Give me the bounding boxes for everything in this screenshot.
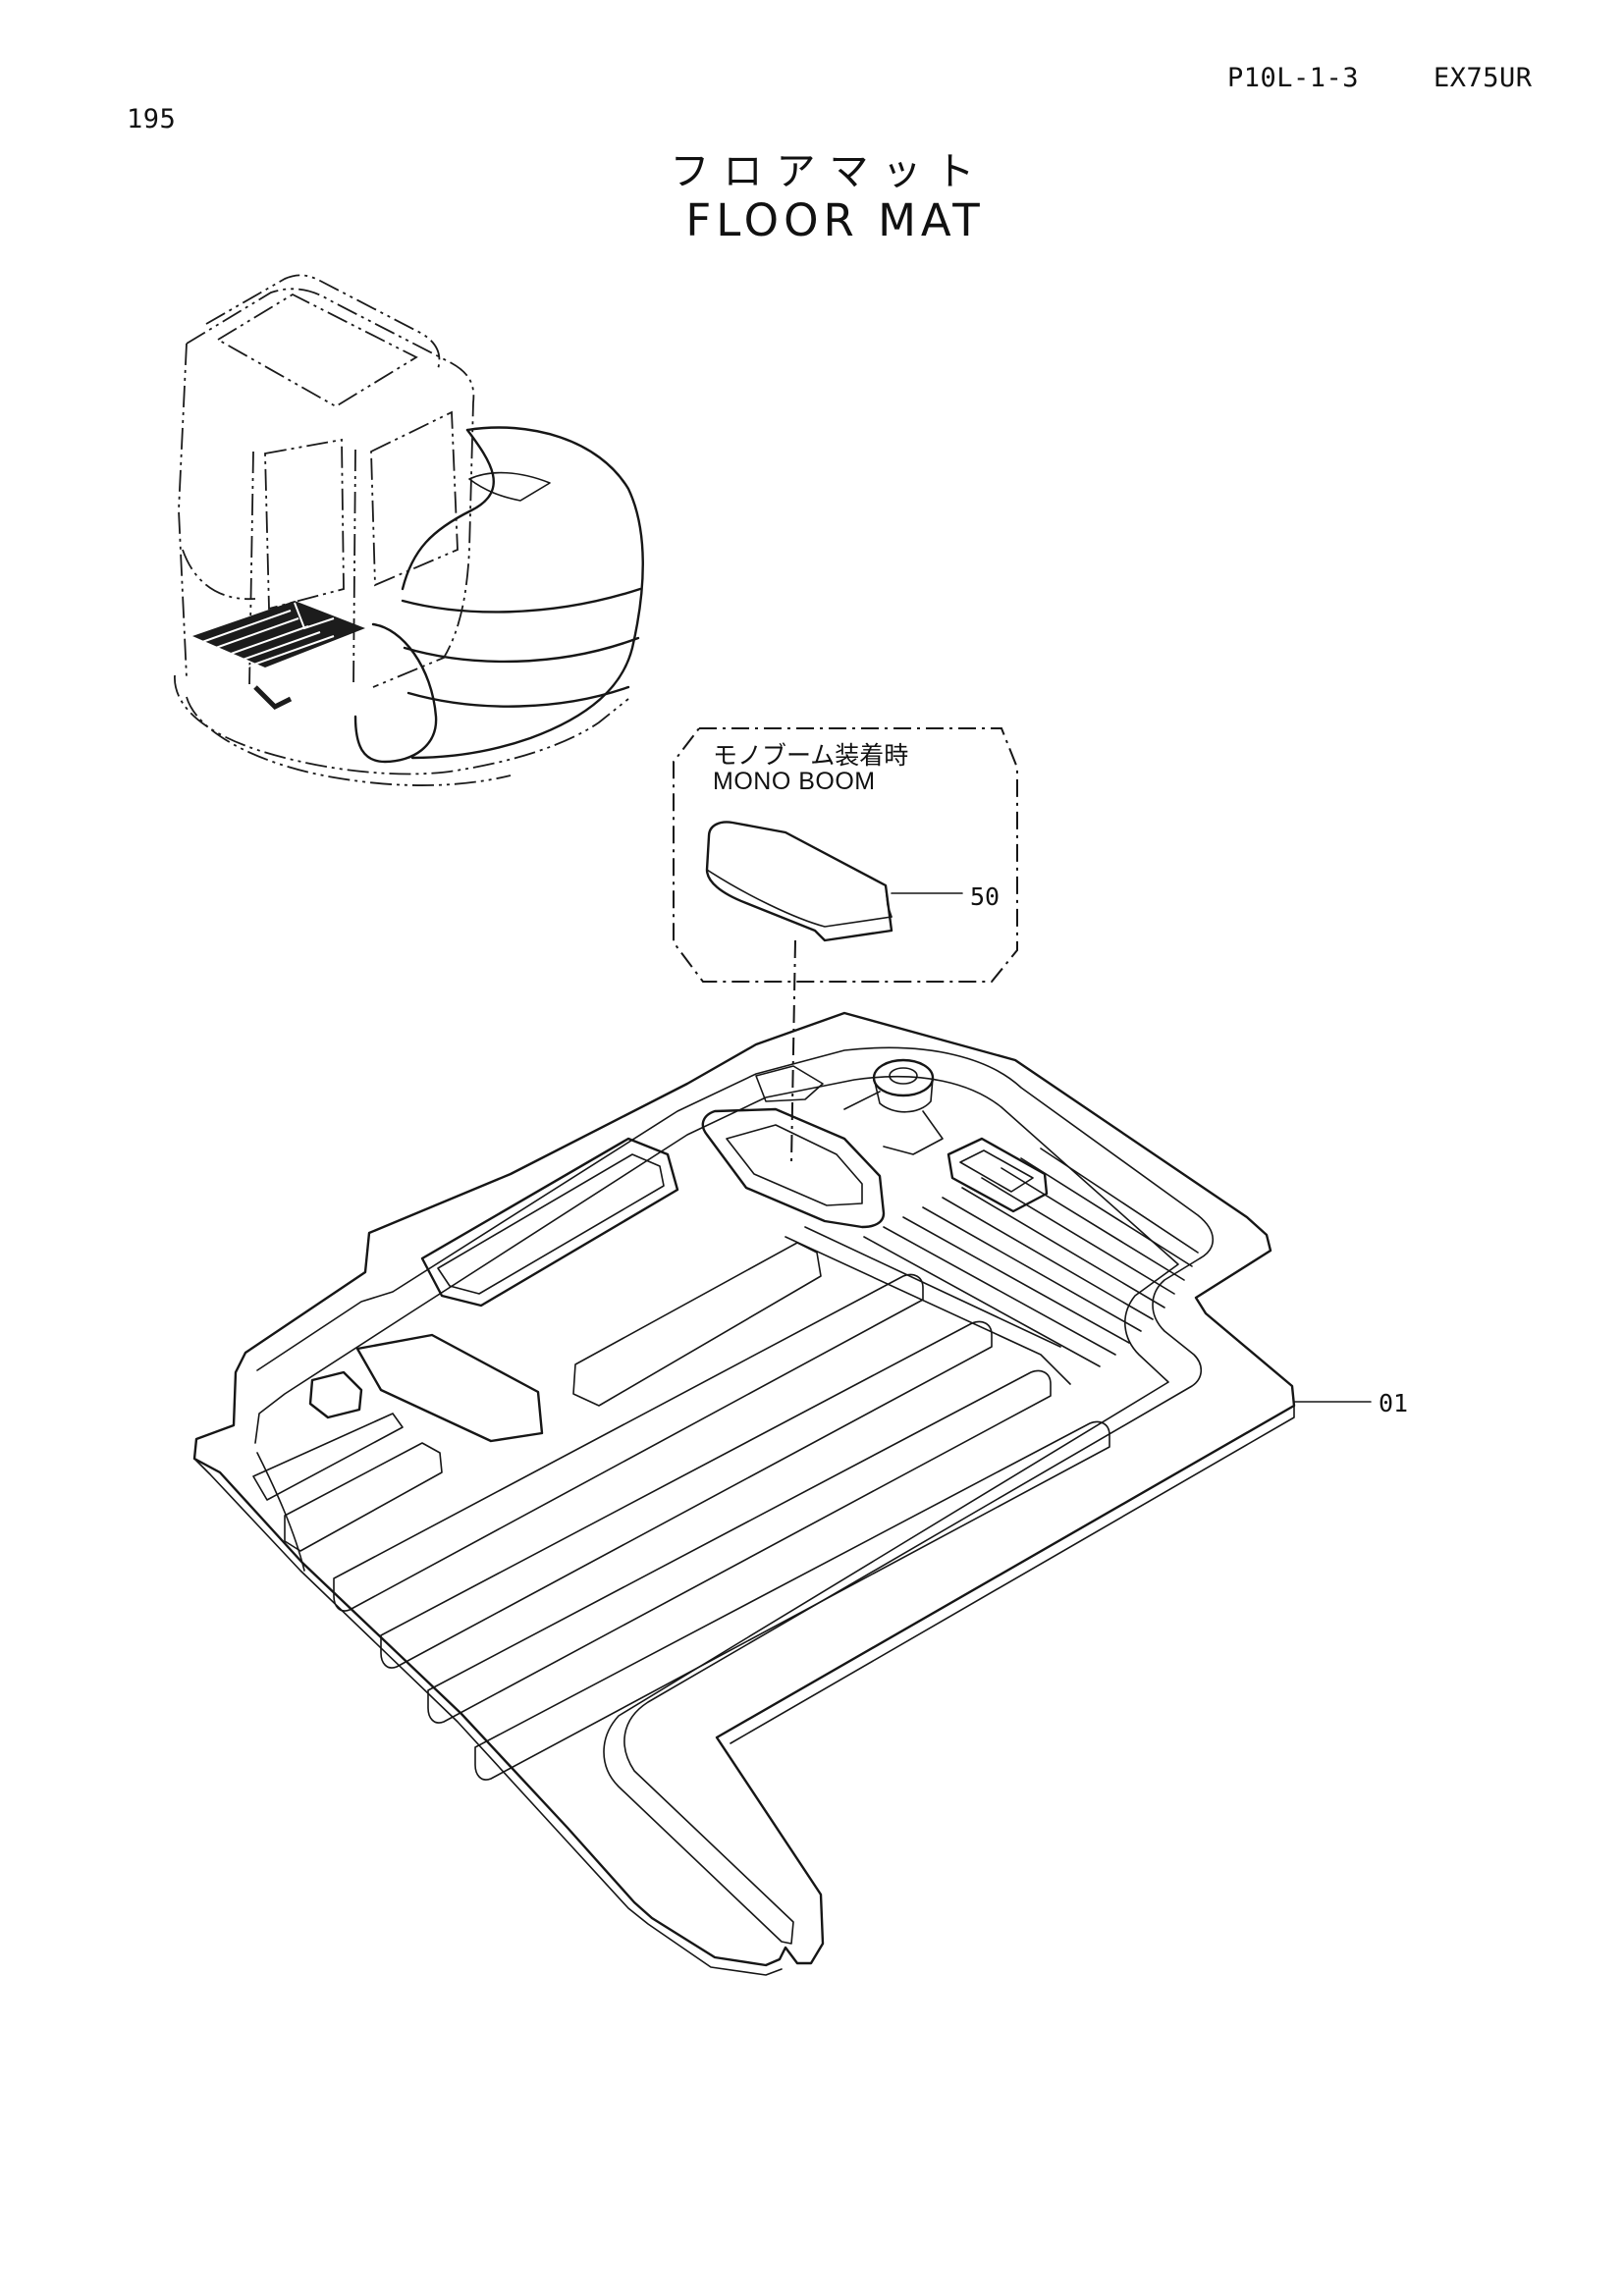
recess-panel-1 — [420, 1137, 679, 1308]
cab-door-line — [182, 549, 256, 601]
cab-left-pillar — [178, 343, 188, 678]
cab-roof-outline — [205, 274, 441, 370]
cab-floor-mat-highlight — [192, 601, 365, 711]
turntable-outline — [174, 674, 629, 775]
callout-01: 01 — [1379, 1389, 1409, 1417]
page-title-english: FLOOR MAT — [685, 194, 985, 246]
turntable-outline-lower — [186, 696, 512, 786]
floor-mat-outline — [192, 1011, 1296, 1967]
recess-panel-2 — [355, 1333, 544, 1443]
floor-mat-rim-right — [730, 1405, 1295, 1744]
model-code: EX75UR — [1434, 63, 1533, 93]
counterweight-band-3 — [406, 685, 630, 708]
recess-panel-6 — [284, 1442, 443, 1552]
floor-mat-inner-border-2 — [256, 1452, 305, 1572]
floor-mat-inner-border — [254, 1046, 1214, 1945]
rib-3 — [427, 1369, 1052, 1724]
pedal-cutout-inner — [959, 1149, 1034, 1193]
page-number: 195 — [127, 104, 177, 134]
cab-roof-panel — [216, 293, 418, 408]
inset-border — [673, 727, 1018, 983]
recess-panel-4 — [572, 1242, 822, 1407]
part-code: P10L-1-3 — [1227, 63, 1360, 93]
floor-mat-part — [192, 1011, 1372, 1976]
machine-overview-illustration — [174, 274, 644, 786]
floor-mat-rim — [193, 1458, 783, 1976]
mono-boom-cover-part — [705, 821, 893, 942]
placement-line — [790, 939, 796, 1163]
mono-boom-cover-edge — [706, 869, 893, 928]
rib-1 — [333, 1273, 924, 1612]
cab-front-bulge — [353, 622, 438, 764]
cab-side-window — [264, 438, 345, 611]
mono-boom-cover-notch — [885, 884, 893, 918]
counterweight-band-2 — [403, 636, 640, 664]
counterweight-band — [401, 587, 642, 614]
rib-2 — [380, 1320, 993, 1669]
recess-panel-3 — [308, 1370, 363, 1419]
round-boss-hole — [889, 1067, 918, 1085]
cab-frame-outline — [186, 288, 475, 688]
counterweight-body — [410, 426, 644, 760]
recess-panel-1-inner — [437, 1153, 665, 1295]
inset-label-english: MONO BOOM — [713, 768, 876, 795]
counterweight-top — [401, 428, 495, 591]
cab-rear-window — [370, 410, 459, 587]
counterweight-recess — [468, 471, 551, 502]
boss-rib — [883, 1110, 944, 1155]
cab-front-pillar — [352, 449, 356, 688]
inset-label-japanese: モノブーム装着時 — [713, 741, 909, 770]
round-boss-side — [873, 1077, 934, 1113]
page-title-japanese: フロアマット — [670, 149, 989, 194]
pocket-tab — [755, 1065, 824, 1102]
floor-mat-seam — [784, 1236, 1071, 1385]
boss-connector — [843, 1091, 881, 1110]
mono-boom-pocket — [701, 1107, 886, 1229]
floor-mat-seam-2 — [804, 1226, 1061, 1348]
pedal-cutout — [947, 1137, 1049, 1213]
mono-boom-inset — [673, 727, 1018, 1163]
floor-mat-hatching — [863, 1148, 1199, 1367]
mono-boom-pocket-inner — [726, 1124, 863, 1206]
recess-panel-5 — [252, 1413, 404, 1501]
rib-4 — [474, 1420, 1110, 1781]
callout-50: 50 — [970, 882, 1001, 911]
